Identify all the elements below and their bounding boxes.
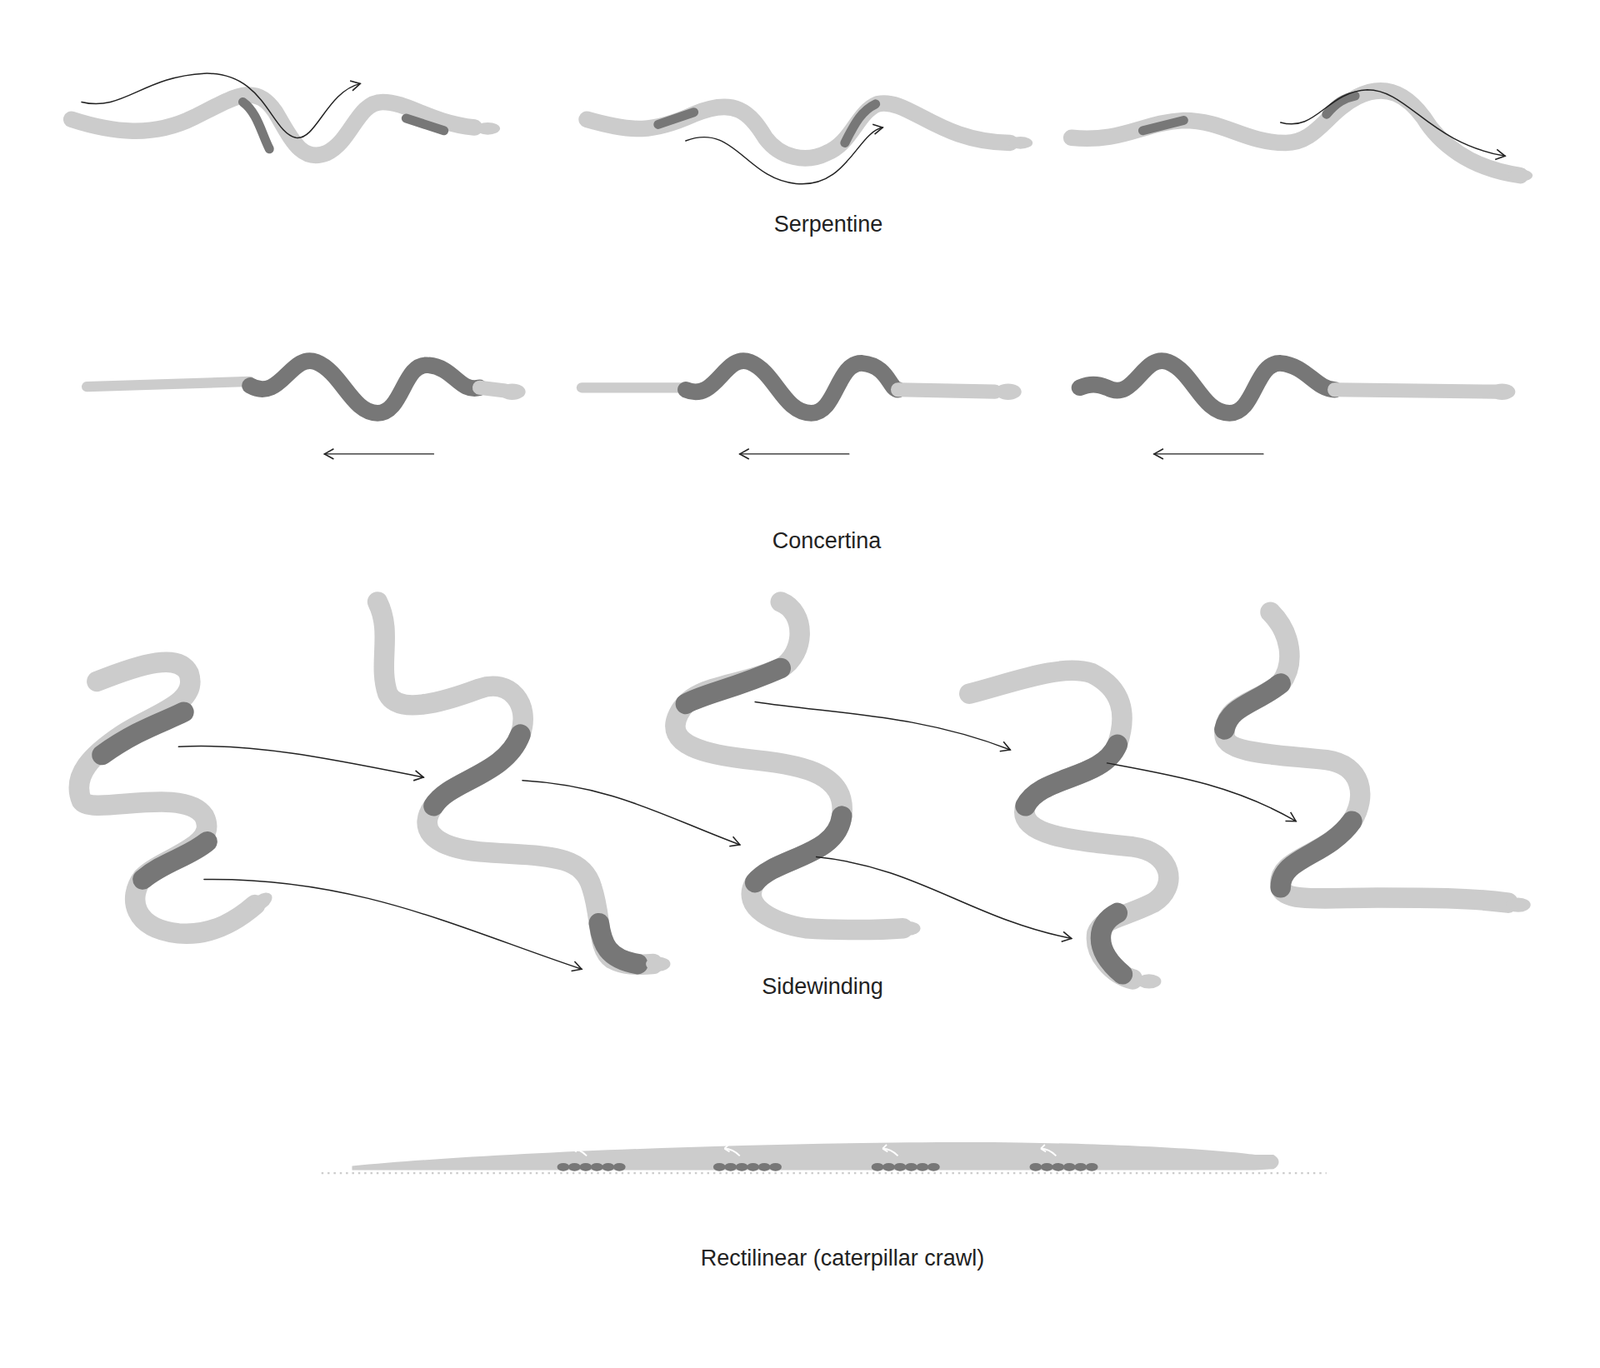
belly-scale — [894, 1163, 907, 1172]
belly-scale — [882, 1163, 895, 1172]
belly-scale — [613, 1163, 626, 1172]
belly-scale — [746, 1163, 760, 1172]
sidewinding-label: Sidewinding — [758, 974, 887, 1000]
belly-scale — [1040, 1163, 1054, 1172]
belly-scale — [1074, 1163, 1087, 1172]
belly-scale — [568, 1163, 581, 1172]
belly-scale — [871, 1163, 885, 1172]
rectilinear-snake — [321, 1142, 1327, 1174]
belly-scale — [1085, 1163, 1099, 1172]
serpentine-label: Serpentine — [770, 211, 887, 238]
rectilinear-label: Rectilinear (caterpillar crawl) — [697, 1245, 989, 1272]
belly-scale — [1063, 1163, 1076, 1172]
concertina-snakes — [86, 360, 1515, 455]
belly-scale — [905, 1163, 918, 1172]
belly-scale — [927, 1163, 940, 1172]
belly-scale — [557, 1163, 570, 1172]
belly-scale — [758, 1163, 771, 1172]
belly-scale — [735, 1163, 749, 1172]
belly-scale — [916, 1163, 930, 1172]
belly-scale — [580, 1163, 593, 1172]
serpentine-snakes — [71, 73, 1533, 185]
belly-scale — [724, 1163, 737, 1172]
sidewinding-snakes — [79, 601, 1531, 989]
belly-scale — [1030, 1163, 1043, 1172]
concertina-label: Concertina — [769, 528, 885, 555]
belly-scale — [590, 1163, 604, 1172]
belly-scale — [769, 1163, 782, 1172]
belly-scale — [601, 1163, 615, 1172]
belly-scale — [713, 1163, 726, 1172]
belly-scale — [1051, 1163, 1065, 1172]
